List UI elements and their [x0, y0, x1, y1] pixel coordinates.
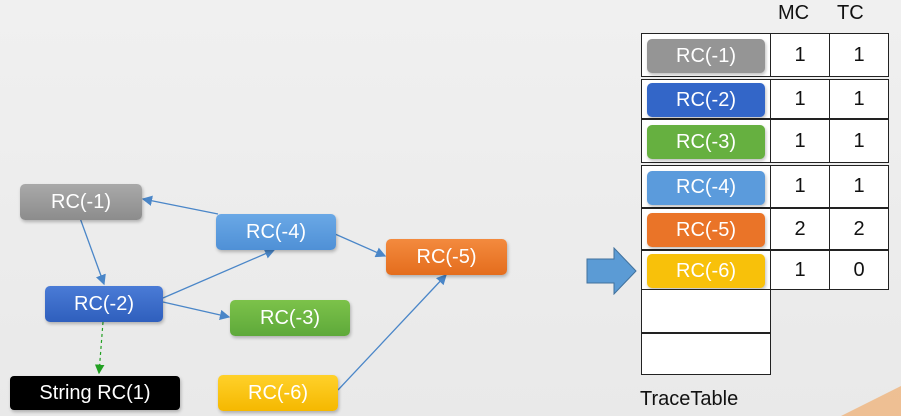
node-string-rc1: String RC(1) — [10, 376, 180, 410]
node-rc-6: RC(-6) — [218, 375, 338, 411]
corner-decoration — [841, 386, 901, 416]
edge-rc2-rc4 — [162, 248, 276, 299]
trace-row-label: RC(-2) — [647, 83, 765, 117]
node-rc-2: RC(-2) — [45, 286, 163, 322]
right-arrow-icon — [586, 247, 637, 295]
trace-row-mc: 2 — [770, 208, 830, 250]
trace-row-name-cell: RC(-5) — [641, 208, 771, 250]
trace-row-label: RC(-3) — [647, 125, 765, 159]
trace-row-name-cell: RC(-3) — [641, 119, 771, 163]
trace-row-mc: 1 — [770, 250, 830, 290]
trace-row-mc: 1 — [770, 119, 830, 163]
edge-rc2-rc3 — [162, 301, 231, 321]
trace-row-tc: 1 — [829, 165, 889, 208]
trace-row-mc: 1 — [770, 79, 830, 119]
header-tc: TC — [837, 2, 864, 24]
edge-rc4-rc1 — [141, 195, 219, 215]
trace-row-tc: 1 — [829, 33, 889, 77]
trace-row-label: RC(-1) — [647, 39, 765, 73]
trace-row-label: RC(-4) — [647, 170, 765, 205]
trace-table-caption: TraceTable — [640, 388, 739, 410]
trace-row-mc: 1 — [770, 33, 830, 77]
edge-rc6-rc5 — [337, 274, 447, 391]
node-rc-3: RC(-3) — [230, 300, 350, 336]
trace-row-empty — [641, 289, 771, 333]
trace-row-tc: 1 — [829, 79, 889, 119]
node-rc-5: RC(-5) — [386, 239, 507, 275]
trace-row-name-cell: RC(-1) — [641, 33, 771, 77]
trace-row-name-cell: RC(-6) — [641, 250, 771, 290]
trace-row-tc: 1 — [829, 119, 889, 163]
trace-row-name-cell: RC(-4) — [641, 165, 771, 208]
trace-row-label: RC(-5) — [647, 213, 765, 247]
trace-row-empty — [641, 333, 771, 375]
trace-row-mc: 1 — [770, 165, 830, 208]
node-rc-4: RC(-4) — [216, 214, 336, 250]
edge-rc2-string — [94, 321, 105, 375]
trace-row-tc: 2 — [829, 208, 889, 250]
edge-rc4-rc5 — [334, 233, 387, 258]
header-mc: MC — [778, 2, 810, 24]
edge-rc1-rc2 — [79, 217, 106, 286]
trace-row-name-cell: RC(-2) — [641, 79, 771, 119]
node-rc-1: RC(-1) — [20, 184, 142, 220]
trace-row-tc: 0 — [829, 250, 889, 290]
trace-row-label: RC(-6) — [647, 254, 765, 288]
